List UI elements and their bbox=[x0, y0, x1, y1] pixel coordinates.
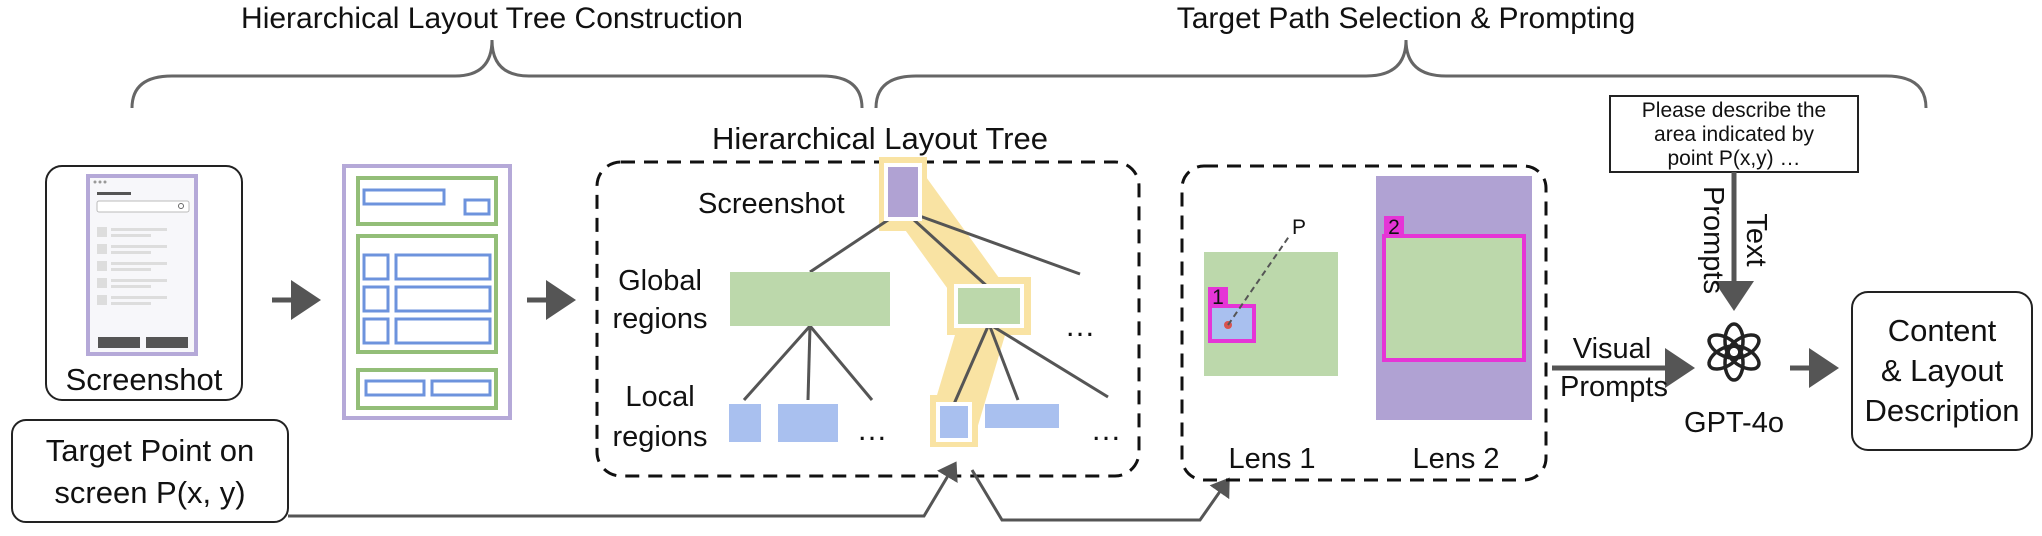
ellipsis-global: … bbox=[1065, 308, 1096, 343]
output-box bbox=[1851, 291, 2033, 451]
local-region-node-selected bbox=[936, 402, 972, 442]
global-regions-label-1: Global bbox=[618, 265, 702, 297]
text-prompts-label-1: Text bbox=[1740, 213, 1772, 266]
text-prompts-label-2: Prompts bbox=[1697, 186, 1729, 294]
prompt-box bbox=[1609, 95, 1859, 173]
arrow-tree-to-lenses bbox=[970, 469, 1230, 522]
lens2-label: Lens 2 bbox=[1412, 443, 1499, 475]
tree-title: Hierarchical Layout Tree bbox=[712, 121, 1048, 156]
ellipsis-local: … bbox=[857, 412, 888, 447]
target-point-box bbox=[11, 419, 289, 523]
visual-prompts-label-1: Visual bbox=[1573, 333, 1651, 365]
phone-mockup bbox=[86, 174, 198, 356]
lens-1: 1 P bbox=[1204, 216, 1338, 376]
tree-root-label: Screenshot bbox=[698, 188, 845, 220]
title-right: Target Path Selection & Prompting bbox=[1177, 2, 1636, 35]
lens2-badge-text: 2 bbox=[1388, 216, 1400, 239]
output-line2: & Layout bbox=[1881, 353, 2004, 388]
target-point-line1: Target Point on bbox=[46, 433, 255, 468]
prompt-line1: Please describe the bbox=[1642, 99, 1826, 122]
point-label: P bbox=[1292, 216, 1306, 239]
title-left: Hierarchical Layout Tree Construction bbox=[241, 2, 743, 35]
visual-prompts-label-2: Prompts bbox=[1560, 371, 1668, 403]
model-label: GPT-4o bbox=[1684, 407, 1784, 439]
prompt-line3: point P(x,y) … bbox=[1667, 147, 1800, 170]
local-region-node bbox=[729, 404, 761, 442]
lens2-badge bbox=[1384, 216, 1404, 236]
gpt-logo-icon bbox=[1707, 322, 1761, 382]
tree-root-node bbox=[884, 163, 922, 221]
output-line3: Description bbox=[1864, 393, 2019, 428]
lens-2: 2 bbox=[1376, 176, 1532, 420]
local-region-node bbox=[778, 404, 838, 442]
tree-box bbox=[595, 160, 1141, 478]
layout-wireframe bbox=[342, 164, 512, 420]
lens1-label: Lens 1 bbox=[1228, 443, 1315, 475]
local-regions-label-1: Local bbox=[625, 381, 694, 413]
left-brace bbox=[130, 39, 864, 109]
screenshot-label: Screenshot bbox=[66, 362, 223, 397]
global-region-node-selected bbox=[954, 284, 1024, 328]
arrow-point-to-tree bbox=[288, 461, 958, 518]
global-regions-label-2: regions bbox=[612, 303, 707, 335]
global-region-node bbox=[730, 272, 890, 326]
lens1-badge-text: 1 bbox=[1212, 286, 1224, 309]
local-regions-label-2: regions bbox=[612, 421, 707, 453]
prompt-line2: area indicated by bbox=[1654, 123, 1814, 146]
local-region-node bbox=[985, 404, 1059, 428]
output-line1: Content bbox=[1888, 313, 1997, 348]
tree-edges bbox=[742, 208, 1109, 405]
point-indicator-line bbox=[1227, 234, 1291, 326]
right-brace bbox=[874, 39, 1928, 109]
screenshot-panel: Screenshot bbox=[45, 165, 243, 401]
ellipsis-local-2: … bbox=[1091, 412, 1122, 447]
lens-box bbox=[1180, 164, 1548, 482]
lens1-badge bbox=[1208, 287, 1228, 306]
target-point-line2: screen P(x, y) bbox=[54, 475, 245, 510]
